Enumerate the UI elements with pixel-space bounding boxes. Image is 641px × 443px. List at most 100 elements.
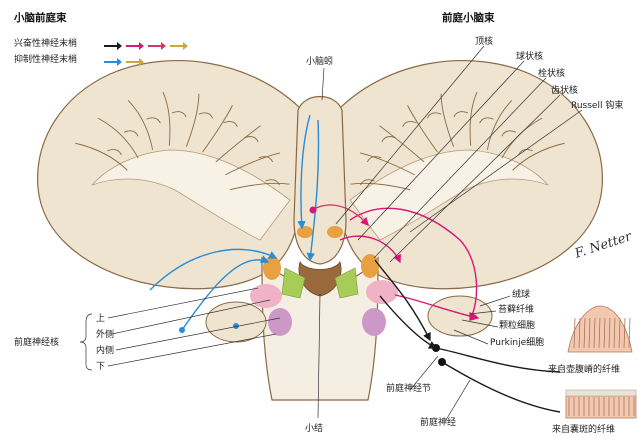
legend-excitatory-label: 兴奋性神经末梢 — [14, 39, 78, 49]
leader-line — [409, 355, 439, 391]
folium-branch — [518, 148, 533, 155]
leader-line — [317, 293, 321, 419]
right-pink-nucleus — [366, 280, 398, 304]
folium-line — [512, 142, 565, 171]
folium-branch — [146, 117, 161, 124]
folium-line — [359, 152, 415, 176]
fastigial-nucleus-right — [327, 226, 343, 238]
folium-branch — [366, 156, 382, 163]
folium-line — [162, 91, 171, 146]
right-white-matter — [349, 149, 549, 241]
legend-arrow — [104, 58, 122, 66]
header-cerebellovestibular: 小脑前庭束 — [14, 12, 67, 24]
folium-line — [350, 182, 411, 191]
folium-branch — [258, 156, 274, 163]
folium-branch — [107, 148, 122, 155]
leader-line — [107, 287, 259, 319]
folium-branch — [426, 112, 442, 119]
header-vestibulocerebellar: 前庭小脑束 — [442, 12, 495, 24]
leader-line — [111, 299, 271, 335]
left-green-nucleus — [281, 267, 306, 299]
folium-branch — [265, 179, 280, 186]
macula — [565, 389, 637, 419]
folium-branch — [360, 179, 375, 186]
label-russell: Russell 钩束 — [571, 101, 624, 111]
label-vestibular-nerve: 前庭神经 — [420, 418, 457, 428]
folium-line — [407, 105, 438, 153]
legend-arrow — [104, 42, 122, 50]
ampullary-crista — [567, 305, 633, 353]
folium-line — [469, 91, 478, 146]
legend-arrow — [126, 58, 144, 66]
nerve-fiber — [149, 248, 278, 291]
leader-line — [335, 45, 485, 225]
label-nucleus-lateral: 外侧 — [96, 330, 115, 340]
nuclei-bracket — [79, 313, 93, 371]
right-green-nucleus — [334, 267, 359, 299]
leader-line — [107, 333, 277, 367]
folium-branch — [479, 117, 494, 124]
nerve-fiber — [374, 259, 431, 342]
left-white-matter — [91, 149, 291, 241]
folium-branch — [402, 120, 417, 127]
left-purple-nucleus — [268, 308, 292, 336]
label-nucleus-superior: 上 — [96, 314, 106, 324]
left-flocculus — [205, 301, 267, 343]
nerve-fiber — [435, 347, 561, 373]
legend-arrow — [148, 42, 166, 50]
label-vermis: 小脑蚓 — [306, 57, 334, 67]
vermis-shape — [293, 96, 347, 265]
leader-line — [469, 310, 497, 315]
label-nucleus-inferior: 下 — [96, 362, 106, 372]
legend-inhibitory-label: 抑制性神经末梢 — [14, 55, 78, 65]
label-purkinje: Purkinje细胞 — [490, 338, 545, 348]
label-ampulla-fibers: 来自壶腹嵴的纤维 — [548, 365, 621, 375]
nerve-fiber — [306, 119, 320, 262]
label-fastigial: 顶核 — [475, 37, 494, 47]
fiber-cell — [309, 206, 317, 214]
right-purple-nucleus — [362, 308, 386, 336]
folium-branch — [501, 130, 517, 137]
right-orange-nucleus — [361, 254, 379, 278]
label-nucleus-medial: 内侧 — [96, 346, 115, 356]
leader-line — [373, 77, 547, 259]
label-vestibular-ganglion: 前庭神经节 — [386, 384, 432, 394]
folium-branch — [244, 136, 259, 143]
leader-line — [357, 60, 525, 241]
folium-line — [186, 93, 200, 147]
nerve-fiber — [441, 361, 561, 413]
folium-branch — [123, 130, 139, 137]
folium-branch — [171, 111, 187, 118]
nerve-fiber — [394, 294, 480, 321]
legend-arrow — [170, 42, 188, 50]
leader-line — [445, 379, 471, 421]
legend-arrow — [126, 42, 144, 50]
leader-line — [461, 319, 499, 328]
label-mossy-fibers: 苔藓纤维 — [498, 305, 535, 315]
leader-line — [389, 94, 561, 263]
left-pink-nucleus — [250, 284, 282, 308]
label-emboliform: 栓状核 — [538, 69, 566, 79]
folium-line — [202, 105, 233, 153]
leader-line — [479, 295, 511, 307]
left-orange-nucleus — [263, 256, 281, 280]
leader-line — [453, 329, 489, 345]
nerve-fiber — [379, 295, 438, 349]
folium-line — [229, 182, 290, 191]
label-macula-fibers: 来自囊斑的纤维 — [552, 425, 616, 435]
nerve-fiber — [311, 204, 369, 227]
label-vestibular-nuclei: 前庭神经核 — [14, 338, 60, 348]
label-granule-cells: 颗粒细胞 — [499, 321, 536, 331]
folium-line — [215, 125, 261, 163]
folium-line — [75, 142, 128, 171]
label-dentate: 齿状核 — [551, 86, 579, 96]
label-globose: 球状核 — [516, 52, 544, 62]
folium-line — [127, 100, 154, 150]
fastigial-nucleus-left — [297, 226, 313, 238]
folium-line — [379, 125, 425, 163]
folium-branch — [223, 120, 238, 127]
label-flocculus: 绒球 — [512, 290, 531, 300]
folium-line — [486, 100, 513, 150]
